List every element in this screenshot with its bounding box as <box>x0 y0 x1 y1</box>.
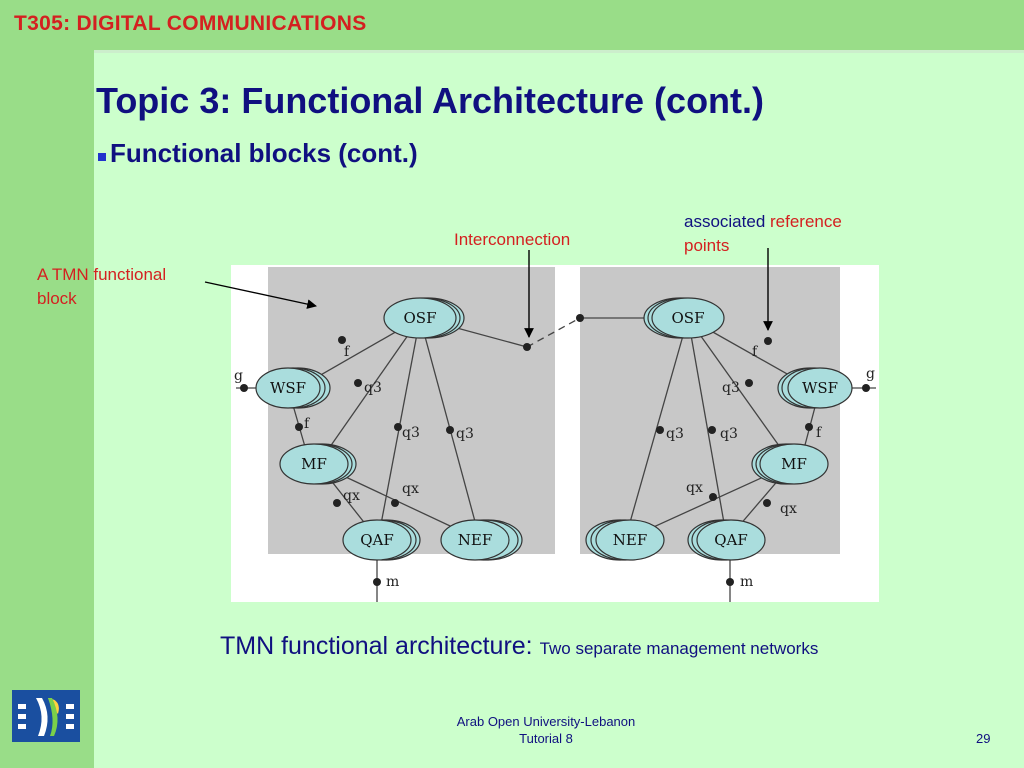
bullet-text: Functional blocks (cont.) <box>110 138 418 168</box>
right-mf-node <box>759 443 829 485</box>
interconnection-link <box>526 317 581 348</box>
ref-point-dot <box>709 493 717 501</box>
course-title: T305: DIGITAL COMMUNICATIONS <box>14 12 367 35</box>
ref-point-dot <box>862 384 870 392</box>
left-qaf-node <box>342 519 412 561</box>
annotation-interconnection: Interconnection <box>454 230 571 249</box>
annotation-reference: reference <box>770 212 842 231</box>
ref-point-dot <box>745 379 753 387</box>
bullet-item: Functional blocks (cont.) <box>98 138 418 169</box>
ref-point-dot <box>394 423 402 431</box>
header-bar <box>0 0 1024 50</box>
left-ref-qx-qaf: qx <box>343 488 360 504</box>
right-nef-node <box>595 519 665 561</box>
tmn-block-arrow <box>204 281 317 309</box>
ref-point-dot <box>240 384 248 392</box>
left-ref-q3-nef: q3 <box>456 426 474 442</box>
left-wsf-node <box>255 367 321 409</box>
right-ref-f-osf-wsf: f <box>752 344 759 360</box>
right-mf-label: MF <box>781 455 807 473</box>
right-osf-label: OSF <box>672 309 705 327</box>
left-ref-g: g <box>234 368 243 384</box>
ref-point-dot <box>354 379 362 387</box>
right-ref-qx-nef: qx <box>686 480 703 496</box>
right-qaf-node <box>696 519 766 561</box>
left-osf-node <box>383 297 457 339</box>
ref-point-dot <box>333 499 341 507</box>
ref-point-dot <box>373 578 381 586</box>
right-ref-g: g <box>866 366 875 382</box>
header-divider <box>0 50 1024 53</box>
right-wsf-node <box>787 367 853 409</box>
ref-point-dot <box>805 423 813 431</box>
left-mf-label: MF <box>301 455 327 473</box>
ref-point-dot <box>391 499 399 507</box>
right-ref-qx-qaf: qx <box>780 501 797 517</box>
ref-point-dot <box>295 423 303 431</box>
aou-logo <box>12 690 80 742</box>
page-number: 29 <box>976 731 991 746</box>
annotation-tmn-block-line2: block <box>37 289 77 308</box>
annotation-points: points <box>684 236 730 255</box>
ref-point-dot <box>656 426 664 434</box>
ref-point-dot <box>763 499 771 507</box>
ref-point-dot <box>446 426 454 434</box>
ref-point-dot <box>576 314 584 322</box>
caption-sub: Two separate management networks <box>539 639 819 658</box>
left-nef-node <box>440 519 510 561</box>
annotation-tmn-block: A TMN functional block <box>37 263 166 311</box>
right-wsf-label: WSF <box>802 379 838 397</box>
ref-point-dot <box>764 337 772 345</box>
right-osf-node <box>651 297 725 339</box>
right-ref-m: m <box>740 574 753 590</box>
slide-title: Topic 3: Functional Architecture (cont.) <box>96 80 765 121</box>
left-wsf-label: WSF <box>270 379 306 397</box>
left-ref-f-wsf-mf: f <box>304 416 311 432</box>
footer-org-line1: Arab Open University-Lebanon <box>456 714 636 729</box>
left-ref-qx-nef: qx <box>402 481 419 497</box>
ref-point-dot <box>338 336 346 344</box>
right-ref-q3-nef: q3 <box>666 426 684 442</box>
left-side-bar <box>0 50 94 768</box>
annotation-associated: associated <box>684 212 766 231</box>
left-ref-f-osf-wsf: f <box>344 344 351 360</box>
left-osf-label: OSF <box>404 309 437 327</box>
annotation-reference-points: associated reference points <box>684 210 842 258</box>
ref-point-dot <box>708 426 716 434</box>
right-ref-q3-mf: q3 <box>722 380 740 396</box>
right-ref-q3-qaf: q3 <box>720 426 738 442</box>
annotation-tmn-block-line1: A TMN functional <box>37 265 167 284</box>
footer-org-line2: Tutorial 8 <box>519 731 573 746</box>
right-ref-f-wsf-mf: f <box>816 425 823 441</box>
left-nef-label: NEF <box>458 531 492 549</box>
right-qaf-label: QAF <box>714 531 748 549</box>
left-ref-m: m <box>386 574 399 590</box>
bullet-square-icon <box>98 153 106 162</box>
caption-main: TMN functional architecture: <box>220 632 533 660</box>
left-ref-q3-mf: q3 <box>364 380 382 396</box>
left-qaf-label: QAF <box>360 531 394 549</box>
footer-organization: Arab Open University-Lebanon Tutorial 8 <box>396 713 696 747</box>
left-ref-q3-qaf: q3 <box>402 425 420 441</box>
left-mf-node <box>279 443 349 485</box>
ref-point-dot <box>726 578 734 586</box>
figure-caption: TMN functional architecture: Two separat… <box>220 632 818 661</box>
right-nef-label: NEF <box>613 531 647 549</box>
ref-point-dot <box>523 343 531 351</box>
